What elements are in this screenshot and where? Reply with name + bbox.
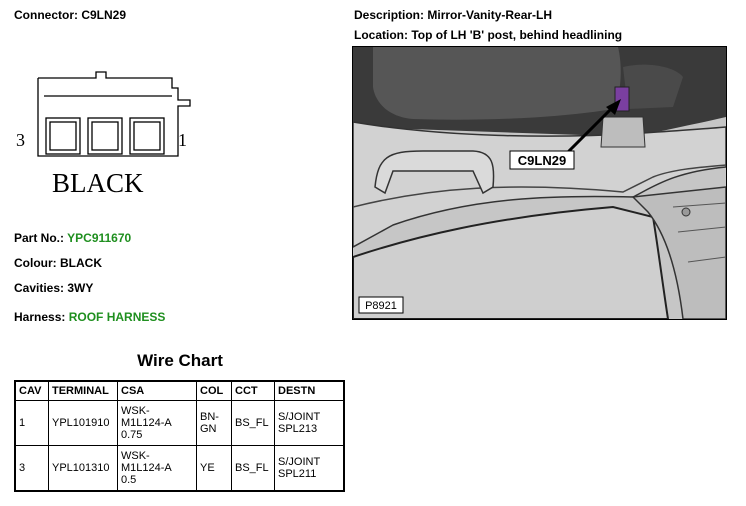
connector-line: Connector: C9LN29 bbox=[14, 8, 126, 22]
location-label: Location: bbox=[354, 28, 408, 42]
location-photo: C9LN29 P8921 bbox=[352, 46, 727, 320]
description-label: Description: bbox=[354, 8, 425, 22]
destn-part: SPL211 bbox=[278, 468, 317, 480]
part-no-line: Part No.: YPC911670 bbox=[14, 231, 131, 245]
pin-number-right: 1 bbox=[178, 130, 187, 150]
cell-destn: S/JOINT SPL211 bbox=[274, 445, 345, 492]
csa-part: M1L124-A bbox=[121, 462, 172, 474]
cell-cav: 3 bbox=[14, 445, 49, 492]
csa-part: M1L124-A bbox=[121, 417, 172, 429]
description-line: Description: Mirror-Vanity-Rear-LH bbox=[354, 8, 552, 22]
wire-chart-header-row: CAV TERMINAL CSA COL CCT DESTN bbox=[14, 380, 345, 401]
table-row: 3 YPL101310 WSK- M1L124-A 0.5 YE BS_FL S… bbox=[14, 445, 345, 492]
cavity-1 bbox=[129, 117, 165, 155]
colour-line: Colour: BLACK bbox=[14, 256, 102, 270]
destn-part: SPL213 bbox=[278, 423, 318, 435]
col-part: BN- bbox=[200, 411, 219, 423]
photo-reference: P8921 bbox=[365, 300, 397, 312]
header-terminal: TERMINAL bbox=[48, 380, 118, 401]
cell-col: BN- GN bbox=[196, 400, 232, 446]
colour-value: BLACK bbox=[60, 256, 102, 270]
connector-id: C9LN29 bbox=[81, 8, 127, 22]
cavities-value: 3WY bbox=[67, 281, 94, 295]
cavity-1-inner bbox=[133, 121, 161, 151]
connector-label: Connector: bbox=[14, 8, 78, 22]
cell-cct: BS_FL bbox=[231, 445, 275, 492]
connector-color-text: BLACK bbox=[52, 168, 144, 198]
cavities-label: Cavities: bbox=[14, 281, 65, 295]
header-col: COL bbox=[196, 380, 232, 401]
cell-col: YE bbox=[196, 445, 232, 492]
csa-part: WSK- bbox=[121, 450, 150, 462]
cell-cav: 1 bbox=[14, 400, 49, 446]
header-csa: CSA bbox=[117, 380, 197, 401]
harness-label: Harness: bbox=[14, 310, 66, 324]
photo-callout-label: C9LN29 bbox=[518, 153, 566, 168]
cavity-2-inner bbox=[91, 121, 119, 151]
part-no-value[interactable]: YPC911670 bbox=[67, 231, 132, 245]
cavity-2 bbox=[87, 117, 123, 155]
csa-part: WSK- bbox=[121, 405, 150, 417]
cell-destn: S/JOINT SPL213 bbox=[274, 400, 345, 446]
location-line: Location: Top of LH 'B' post, behind hea… bbox=[354, 28, 622, 42]
csa-part: 0.5 bbox=[121, 474, 137, 486]
connector-housing-outline bbox=[37, 71, 191, 157]
destn-part: S/JOINT bbox=[278, 456, 321, 468]
csa-part: 0.75 bbox=[121, 429, 143, 441]
cell-csa: WSK- M1L124-A 0.75 bbox=[117, 400, 197, 446]
pin-number-left: 3 bbox=[16, 130, 25, 150]
location-value: Top of LH 'B' post, behind headlining bbox=[411, 28, 623, 42]
destn-part: S/JOINT bbox=[278, 411, 321, 423]
colour-label: Colour: bbox=[14, 256, 57, 270]
part-no-label: Part No.: bbox=[14, 231, 65, 245]
wire-chart-table: CAV TERMINAL CSA COL CCT DESTN 1 YPL1019… bbox=[14, 380, 345, 492]
harness-line: Harness: ROOF HARNESS bbox=[14, 310, 165, 324]
connector-face-drawing: 3 1 BLACK bbox=[16, 71, 191, 198]
cavity-3-inner bbox=[49, 121, 77, 151]
wire-chart-title: Wire Chart bbox=[137, 351, 223, 370]
cavity-3 bbox=[45, 117, 81, 155]
cell-cct: BS_FL bbox=[231, 400, 275, 446]
header-destn: DESTN bbox=[274, 380, 345, 401]
header-cct: CCT bbox=[231, 380, 275, 401]
table-row: 1 YPL101910 WSK- M1L124-A 0.75 BN- GN BS… bbox=[14, 400, 345, 446]
cavities-line: Cavities: 3WY bbox=[14, 281, 93, 295]
cell-terminal: YPL101310 bbox=[48, 445, 118, 492]
cell-terminal: YPL101910 bbox=[48, 400, 118, 446]
description-value: Mirror-Vanity-Rear-LH bbox=[427, 8, 553, 22]
col-part: GN bbox=[200, 423, 217, 435]
header-cav: CAV bbox=[14, 380, 49, 401]
harness-value[interactable]: ROOF HARNESS bbox=[68, 310, 166, 324]
cell-csa: WSK- M1L124-A 0.5 bbox=[117, 445, 197, 492]
